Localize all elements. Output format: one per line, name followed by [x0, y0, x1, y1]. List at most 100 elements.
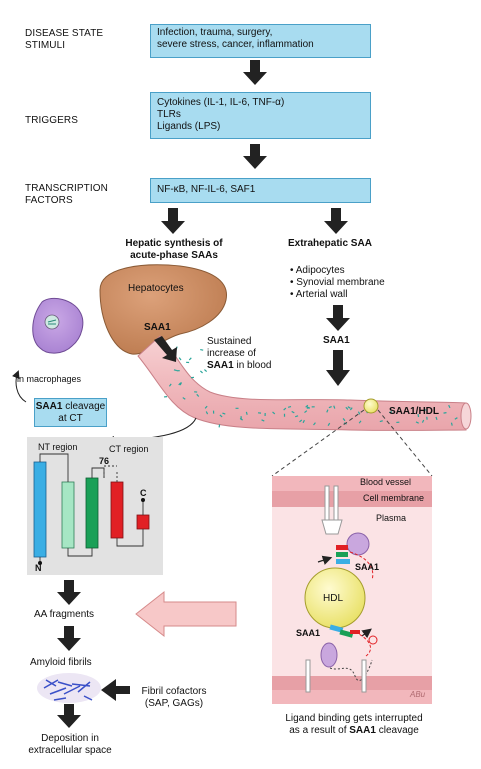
saa1-particle: [205, 411, 209, 415]
cleavage-line: at CT: [58, 413, 83, 424]
saa1-particle: [304, 410, 308, 414]
saa1-particle: [168, 383, 172, 387]
saa1-particle: [326, 409, 329, 413]
saa1-particle: [287, 406, 292, 408]
saa1-particle: [443, 412, 447, 414]
saa1-particle: [219, 414, 223, 418]
sustained-line: SAA1 in blood: [207, 360, 272, 371]
cleavage-line: SAA1 cleavage: [35, 401, 106, 412]
saa1-particle: [349, 407, 353, 411]
fibril-cofactors: Fibril cofactors (SAP, GAGs): [141, 686, 207, 709]
deposition-label: Deposition in extracellular space: [28, 733, 112, 756]
saa1-particle: [417, 413, 420, 418]
saa1-particle: [222, 412, 226, 415]
fibrils-cluster: [43, 679, 93, 701]
saa1-particle: [291, 410, 295, 414]
saa1-particle: [188, 357, 192, 361]
saa1-particle: [283, 407, 287, 411]
caption-line: Ligand binding gets interrupted: [285, 713, 423, 724]
saa1-particle: [450, 422, 453, 426]
flow-arrows: [57, 60, 350, 728]
label-transcription: TRANSCRIPTION FACTORS: [25, 183, 108, 206]
saa1-particle: [389, 411, 393, 413]
saa1-particle: [239, 418, 243, 421]
inset-hdl: HDL: [323, 593, 344, 604]
extrahepatic-title: Extrahepatic SAA: [288, 238, 372, 249]
label-triggers: TRIGGERS: [25, 115, 79, 126]
saa1-particle: [342, 418, 346, 422]
inset-saa1-top: SAA1: [355, 562, 380, 572]
saa1-particle: [357, 411, 361, 415]
box-disease-stimuli: Infection, trauma, surgery, severe stres…: [150, 24, 371, 58]
arrow-protein-aa: [57, 580, 81, 605]
saa1-particle: [306, 406, 310, 410]
ct-region-label: CT region: [109, 444, 149, 454]
saa1-particle: [454, 417, 458, 420]
saa1-particle: [415, 421, 419, 424]
saa1-particle: [272, 411, 276, 415]
sustained-line: increase of: [207, 348, 256, 359]
artist-signature: ABu: [410, 690, 426, 699]
arrow-amyloid-fibril: [57, 704, 81, 728]
sustained-line: Sustained: [207, 336, 252, 347]
extrahepatic-item: • Arterial wall: [290, 289, 348, 300]
saa1-particle: [448, 404, 451, 409]
saa1-particle: [245, 411, 248, 415]
liver-shape: [99, 264, 227, 355]
saa1-particle: [295, 415, 299, 418]
saa1-particle: [261, 419, 265, 422]
arrow-extra-saa1: [326, 305, 350, 331]
extrahepatic-list: • Adipocytes • Synovial membrane • Arter…: [290, 265, 385, 301]
saa1-particle: [178, 357, 182, 361]
saa1-particle: [204, 369, 208, 372]
arrow-cofactors: [101, 679, 130, 701]
extrahepatic-item: • Synovial membrane: [290, 277, 385, 288]
arrow-tf-extrahepatic: [324, 208, 348, 234]
saa1-particle: [179, 382, 183, 386]
saa1-particle: [305, 404, 309, 408]
cleavage-box: SAA1 cleavage at CT: [34, 398, 107, 427]
n-terminus-label: N: [35, 563, 42, 573]
saa1-particle: [435, 416, 438, 421]
residue-76: 76: [99, 456, 110, 466]
saa1-particle: [182, 397, 186, 400]
saa1-particle: [379, 420, 383, 423]
saa1-particle: [204, 405, 208, 409]
arrow-triggers-tf: [243, 144, 267, 169]
box-transcription: NF-κB, NF-IL-6, SAF1: [150, 178, 371, 203]
sustained-text: Sustained increase of SAA1 in blood: [207, 336, 272, 372]
arrow-tf-hepatic: [161, 208, 185, 234]
blood-vessel: [137, 335, 467, 431]
arrow-liver-vessel: [154, 336, 177, 362]
hdl-small: [363, 398, 379, 414]
saa1-particle: [347, 406, 351, 409]
saa1-particle: [199, 370, 203, 374]
saa1-particle: [313, 422, 316, 426]
label-disease-state: DISEASE STATE STIMULI: [25, 28, 104, 51]
hepatic-title: Hepatic synthesis of acute-phase SAAs: [125, 238, 223, 261]
saa1-particle: [345, 406, 349, 410]
saa1-particle: [302, 419, 305, 424]
arrow-aa-amyloid: [57, 626, 81, 651]
saa1-particle: [358, 420, 362, 424]
macrophage-label: in macrophages: [17, 374, 82, 384]
saa1-particle: [173, 369, 178, 372]
arrow-inset-aa: [135, 590, 237, 638]
hepatic-saa1: SAA1: [144, 322, 171, 333]
nt-region-label: NT region: [38, 442, 78, 452]
inset-caption: Ligand binding gets interrupted as a res…: [262, 713, 446, 737]
saa1-particle: [178, 382, 182, 386]
saa1-particle: [200, 348, 204, 351]
arrow-saa1-vessel: [326, 350, 350, 386]
extrahepatic-saa1: SAA1: [323, 335, 350, 346]
saa1-particle: [328, 406, 332, 409]
aa-fragments: AA fragments: [34, 609, 95, 620]
saa1-particle: [421, 419, 425, 423]
c-terminus-label: C: [140, 488, 147, 498]
inset-blood-vessel: Blood vessel: [360, 477, 412, 487]
saa1-hdl-label: SAA1/HDL: [389, 406, 440, 417]
inset-saa1-bottom: SAA1: [296, 628, 321, 638]
saa1-particle: [423, 409, 427, 412]
saa1-particle: [196, 393, 200, 397]
